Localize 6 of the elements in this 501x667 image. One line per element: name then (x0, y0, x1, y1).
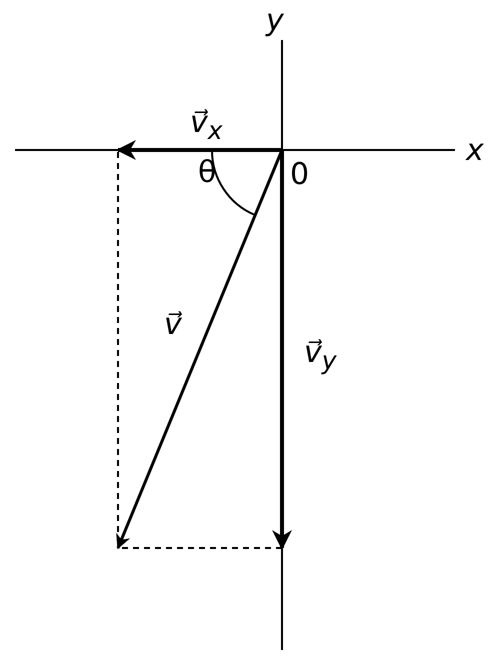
axis-label: y (266, 6, 284, 36)
origin-label: 0 (290, 160, 310, 190)
vector-label: v⃗ (164, 310, 182, 340)
vector-label: v⃗$_{y}$ (304, 338, 337, 373)
axis-label: x (466, 136, 484, 166)
vector-label: v⃗$_{x}$ (190, 108, 223, 143)
